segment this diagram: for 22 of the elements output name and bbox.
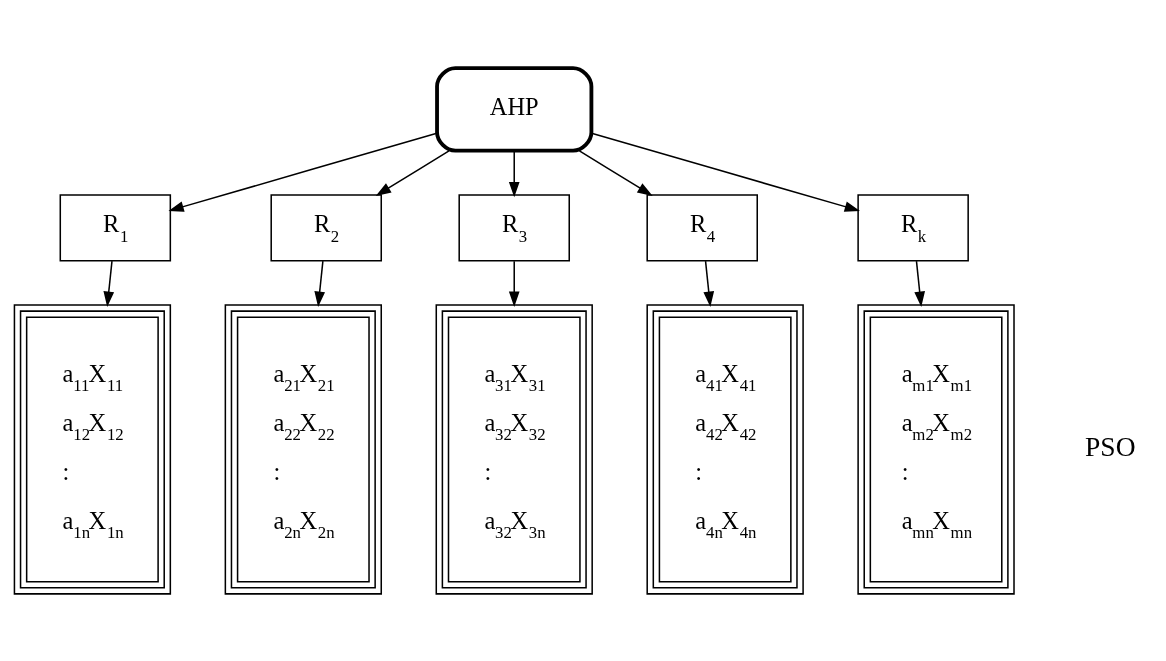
node-box: R$_{3}$ [458, 193, 570, 261]
node-box: R$_{k}$ [857, 193, 969, 261]
node-box: a$_{31}$X$_{31}$ a$_{32}$X$_{32}$ : a$_{32}$X$_{3n}$ [435, 303, 593, 595]
arrow [578, 149, 653, 196]
node-box: AHP [435, 65, 594, 153]
node-box: a$_{21}$X$_{21}$ a$_{22}$X$_{22}$ : a$_{2n}$X$_{2n}$ [224, 303, 382, 595]
label: PSO [1085, 430, 1136, 462]
arrow [508, 150, 520, 197]
arrow [103, 259, 115, 307]
node-box: R$_{1}$ [59, 193, 172, 261]
node-box: R$_{4}$ [646, 193, 758, 261]
arrow [168, 132, 438, 212]
arrow [914, 259, 925, 307]
arrow [508, 259, 520, 307]
node-box: a$_{41}$X$_{41}$ a$_{42}$X$_{42}$ : a$_{4n}$X$_{4n}$ [646, 303, 804, 595]
node-box: a$_{11}$X$_{11}$ a$_{12}$X$_{12}$ : a$_{1n}$X$_{1n}$ [13, 303, 172, 595]
arrow [590, 132, 860, 212]
node-box: a$_{m1}$X$_{m1}$ a$_{m2}$X$_{m2}$ : a$_{mn}$X$_{mn}$ [857, 303, 1015, 595]
node-box: R$_{2}$ [270, 193, 382, 261]
arrow [703, 259, 715, 307]
arrow [314, 259, 326, 307]
arrow [375, 149, 450, 196]
